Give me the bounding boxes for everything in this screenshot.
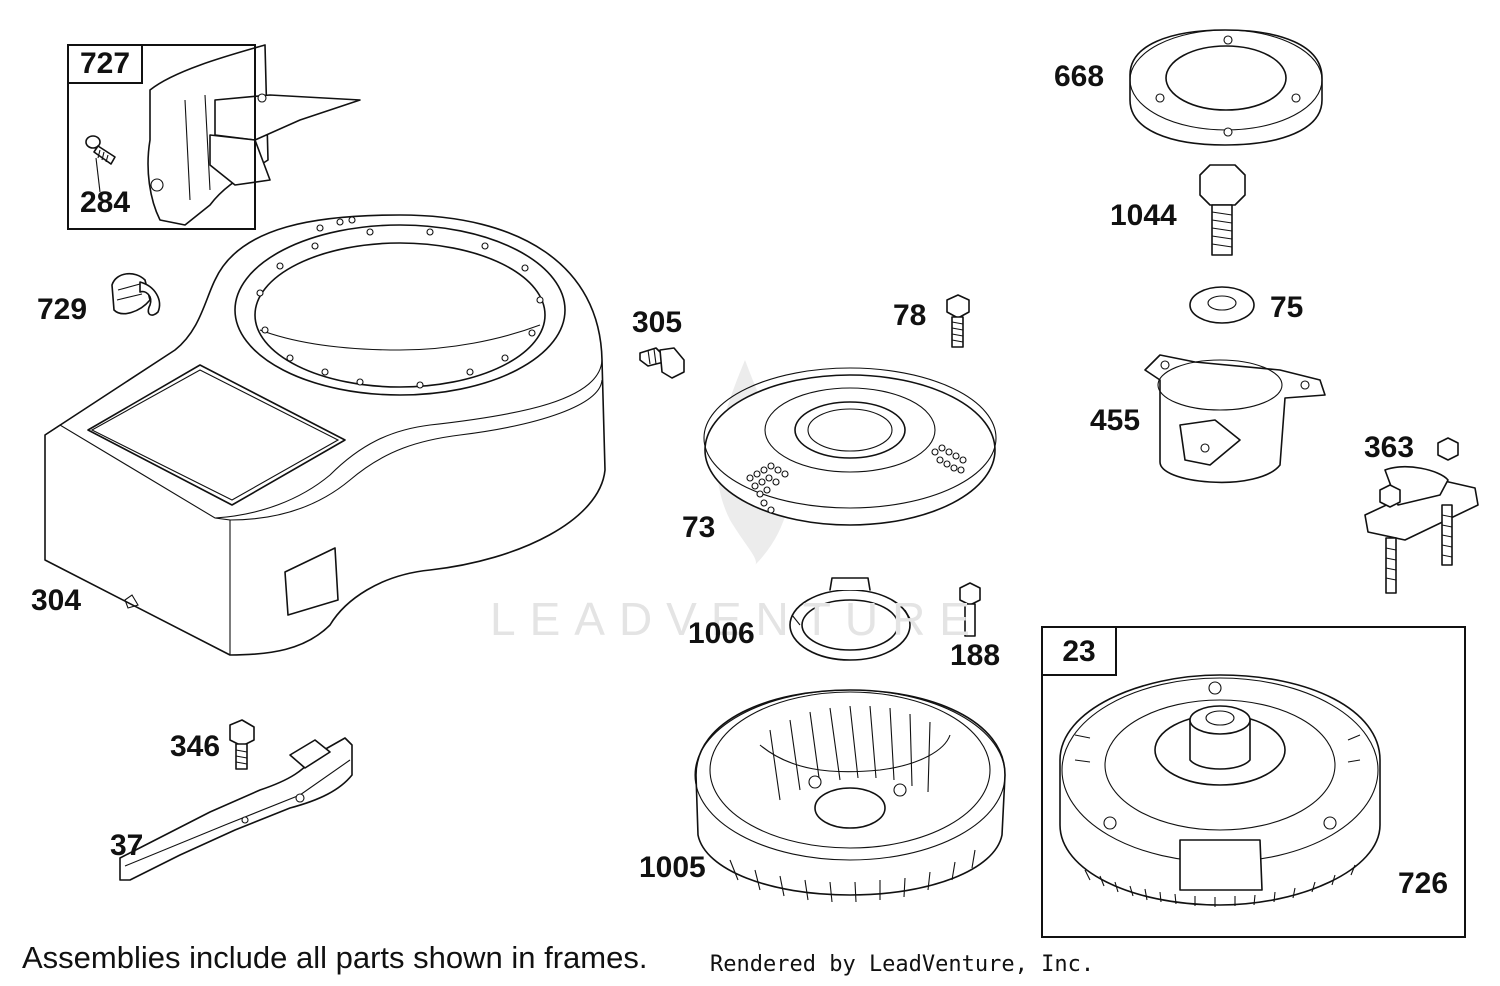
label-305: 305: [632, 306, 683, 339]
label-1044: 1044: [1110, 199, 1177, 232]
part-37-baffle: [119, 737, 353, 881]
part-78-bolt: [946, 294, 970, 348]
label-284: 284: [80, 186, 131, 219]
label-73: 73: [682, 511, 716, 544]
part-75-washer: [1189, 286, 1255, 324]
assembly-tab-23: 23: [1041, 626, 1117, 676]
watermark: LEADVENTURE: [490, 593, 984, 645]
label-1005: 1005: [639, 851, 706, 884]
part-305-screw: [639, 347, 685, 379]
label-304: 304: [31, 584, 82, 617]
assembly-tab-727: 727: [67, 44, 143, 84]
part-304-blower-housing: [44, 214, 606, 656]
render-credit: Rendered by LeadVenture, Inc.: [710, 952, 1095, 977]
part-346-bolt: [229, 719, 255, 770]
part-726-flywheel-assembly: [1059, 674, 1381, 907]
label-346: 346: [170, 730, 221, 763]
label-729: 729: [37, 293, 88, 326]
label-668: 668: [1054, 60, 1105, 93]
part-1005-flywheel: [694, 689, 1006, 903]
part-284-screw: [85, 135, 116, 193]
part-1006-retainer: [789, 577, 913, 661]
label-1006: 1006: [688, 617, 755, 650]
label-188: 188: [950, 639, 1001, 672]
label-78: 78: [893, 299, 927, 332]
part-729-grommet: [111, 272, 161, 316]
part-668-plate: [1129, 29, 1323, 146]
part-73-rotating-screen: [703, 367, 997, 526]
part-363-bracket: [1364, 437, 1479, 594]
part-727-shroud: [147, 44, 361, 226]
label-363: 363: [1364, 431, 1415, 464]
label-455: 455: [1090, 404, 1141, 437]
part-1044-stud: [1199, 164, 1246, 256]
assembly-frame-727: [67, 44, 256, 230]
part-188-bolt: [959, 582, 981, 637]
assembly-frame-23: [1041, 626, 1466, 938]
part-455-starter-cup: [1144, 354, 1326, 484]
label-726: 726: [1398, 867, 1449, 900]
label-37: 37: [110, 829, 144, 862]
assemblies-note: Assemblies include all parts shown in fr…: [22, 940, 648, 975]
label-75: 75: [1270, 291, 1304, 324]
